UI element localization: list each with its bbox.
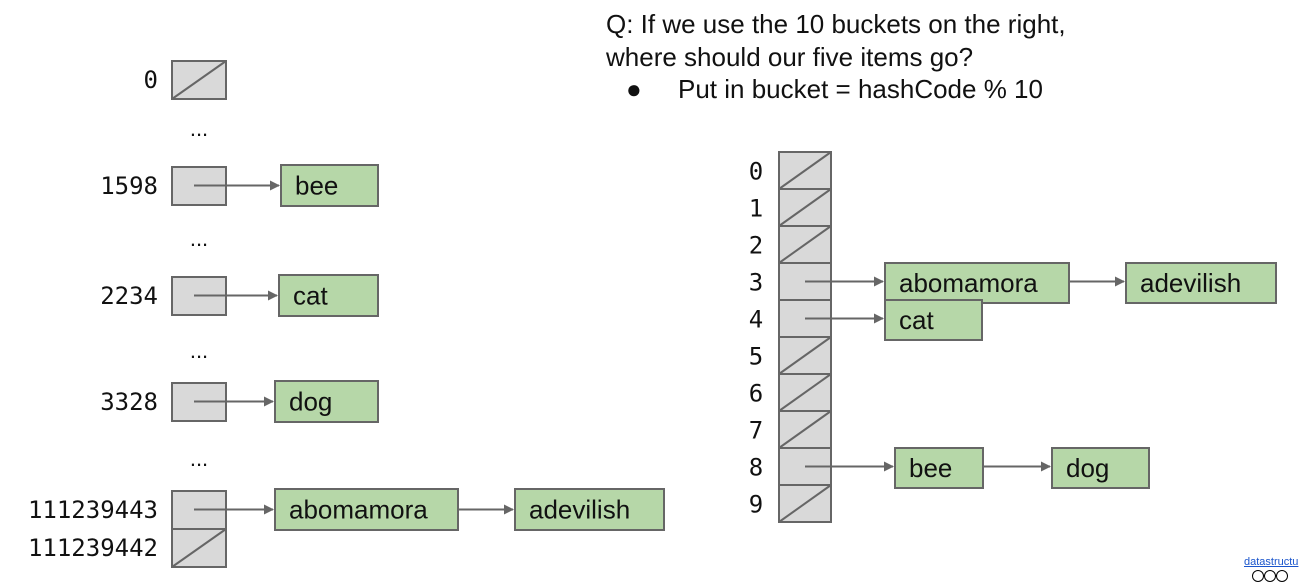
bucket-index: 3: [749, 269, 763, 297]
null-slash: [171, 60, 227, 100]
item-node: [884, 299, 983, 341]
item-label: bee: [909, 453, 952, 483]
ellipsis: ...: [190, 226, 208, 251]
item-label: dog: [289, 387, 332, 417]
ellipsis: ...: [190, 446, 208, 471]
null-slash: [778, 373, 832, 412]
left-table-row: 0: [144, 60, 227, 100]
null-slash: [171, 528, 227, 568]
right-table-row: 3 abomamora adevilish: [749, 262, 1277, 304]
bucket-index: 6: [749, 380, 763, 408]
item-node: [274, 380, 379, 423]
bucket-index: 1: [749, 195, 763, 223]
item-node: [514, 488, 665, 531]
row-index: 2234: [100, 282, 158, 310]
item-label: dog: [1066, 453, 1109, 483]
left-table-row: 1598 bee: [100, 164, 379, 207]
bucket-index: 7: [749, 417, 763, 445]
left-table-row: 111239442: [28, 528, 227, 568]
row-index: 111239442: [28, 534, 158, 562]
null-slash: [778, 484, 832, 523]
license-link[interactable]: datastructu: [1244, 556, 1299, 568]
null-slash: [778, 188, 832, 227]
right-table-row: 0: [749, 151, 832, 190]
row-index: 3328: [100, 388, 158, 416]
left-table-row: 3328 dog: [100, 380, 379, 423]
right-hash-table: 0 1 2 3 abomamora adevilish 4 cat 5 6 7 8 bee dog 9: [749, 151, 1277, 523]
item-label: cat: [293, 281, 328, 311]
item-node: [274, 488, 459, 531]
right-table-row: 2: [749, 225, 832, 264]
item-label: cat: [899, 305, 934, 335]
ellipsis: ...: [190, 338, 208, 363]
row-index: 111239443: [28, 496, 158, 524]
bucket-index: 0: [749, 158, 763, 186]
right-table-row: 8 bee dog: [749, 447, 1150, 489]
right-table-row: 5: [749, 336, 832, 375]
bucket-index: 5: [749, 343, 763, 371]
item-node: [1051, 447, 1150, 489]
right-table-row: 1: [749, 188, 832, 227]
right-table-row: 7: [749, 410, 832, 449]
left-hash-table: 0 1598 bee 2234 cat 3328 dog 111239443 abomamora…: [28, 60, 665, 568]
item-label: adevilish: [1140, 268, 1241, 298]
bullet-dot: ●: [626, 74, 642, 104]
null-slash: [778, 410, 832, 449]
item-label: abomamora: [899, 268, 1038, 298]
question-line-1: Q: If we use the 10 buckets on the right…: [606, 9, 1066, 39]
item-node: [884, 262, 1070, 304]
left-table-row: 111239443 abomamora adevilish: [28, 488, 665, 531]
question-line-2: where should our five items go?: [606, 42, 974, 72]
null-slash: [778, 336, 832, 375]
item-node: [278, 274, 379, 317]
right-table-row: 9: [749, 484, 832, 523]
bucket-index: 4: [749, 306, 763, 334]
item-node: [1125, 262, 1277, 304]
left-table-row: 2234 cat: [100, 274, 379, 317]
question-text: Q: If we use the 10 buckets on the right…: [606, 8, 1066, 74]
bucket-index: 9: [749, 491, 763, 519]
item-label: abomamora: [289, 495, 428, 525]
right-table-row: 4 cat: [749, 299, 983, 341]
bullet-text: Put in bucket = hashCode % 10: [678, 74, 1043, 104]
ellipsis: ...: [190, 116, 208, 141]
bucket-index: 2: [749, 232, 763, 260]
null-slash: [778, 151, 832, 190]
right-table-row: 6: [749, 373, 832, 412]
item-node: [894, 447, 984, 489]
creative-commons-icon: [1252, 570, 1288, 582]
row-index: 1598: [100, 172, 158, 200]
bucket-index: 8: [749, 454, 763, 482]
item-label: adevilish: [529, 495, 630, 525]
item-label: bee: [295, 171, 338, 201]
row-index: 0: [144, 66, 158, 94]
null-slash: [778, 225, 832, 264]
item-node: [280, 164, 379, 207]
